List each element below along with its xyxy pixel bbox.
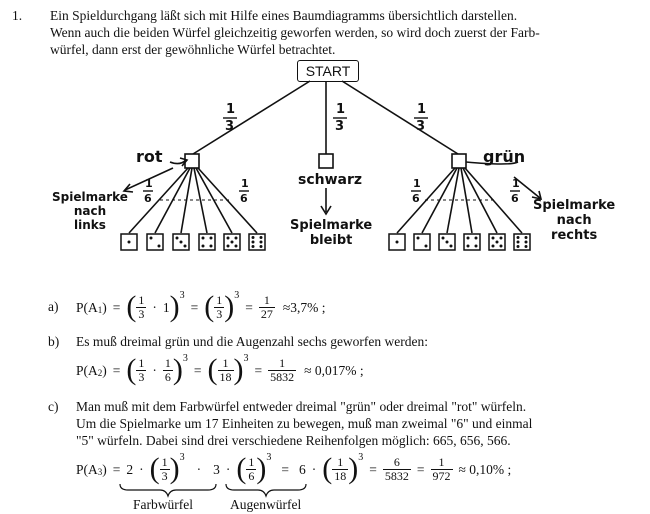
die-pip — [395, 240, 399, 244]
die-pip — [491, 244, 495, 248]
brace-label-augenwuerfel: Augenwürfel — [230, 497, 302, 512]
die-pip — [524, 244, 528, 248]
die-pip — [524, 236, 528, 240]
die-pip — [226, 244, 230, 248]
subprob-l2-den: 6 — [240, 192, 248, 205]
die-pip — [466, 236, 470, 240]
die-pip — [251, 236, 255, 240]
die-pip — [495, 240, 499, 244]
die-pip — [474, 236, 478, 240]
label-schwarz: schwarz — [298, 172, 363, 188]
task-number: 1. — [12, 8, 23, 23]
task-line-2: Wenn auch die beiden Würfel gleichzeitig… — [50, 25, 540, 40]
part-c-label: c) — [48, 399, 59, 414]
die-pip — [179, 240, 183, 244]
subprob-r2-den: 6 — [511, 192, 519, 205]
subprob-r1-num: 1 — [413, 177, 421, 190]
die-pip — [259, 240, 263, 244]
task-line-3: würfel, dann erst der gewöhnliche Würfel… — [50, 42, 336, 57]
die-pip — [230, 240, 234, 244]
die-pip — [183, 244, 187, 248]
die-pip — [516, 240, 520, 244]
die-pip — [445, 240, 449, 244]
task-line-1: Ein Spieldurchgang läßt sich mit Hilfe e… — [50, 8, 518, 23]
die-pip — [175, 236, 179, 240]
subprob-r2-num: 1 — [512, 177, 520, 190]
part-b-text: Es muß dreimal grün und die Augenzahl se… — [76, 334, 429, 349]
prob-right-num: 1 — [417, 102, 427, 117]
prob-mid-den: 3 — [335, 119, 345, 134]
part-c-line-2: Um die Spielmarke um 17 Einheiten zu bew… — [76, 416, 533, 431]
prob-mid-num: 1 — [336, 102, 346, 117]
node-box-schwarz — [318, 153, 334, 169]
die-pip — [149, 236, 153, 240]
die-pip — [234, 244, 238, 248]
die-pip — [474, 244, 478, 248]
part-c-line-1: Man muß mit dem Farbwürfel entweder drei… — [76, 399, 527, 414]
part-b-label: b) — [48, 334, 60, 349]
die-pip — [251, 244, 255, 248]
die-pip — [424, 244, 428, 248]
label-gruen: grün — [483, 147, 526, 166]
brace-label-farbwuerfel: Farbwürfel — [133, 497, 193, 512]
die-pip — [157, 244, 161, 248]
start-label: START — [305, 63, 351, 79]
prob-left-num: 1 — [226, 102, 236, 117]
die-pip — [209, 236, 213, 240]
subprob-l1-num: 1 — [145, 177, 153, 190]
subprob-r1-den: 6 — [412, 192, 420, 205]
subprob-l2-num: 1 — [241, 177, 249, 190]
outcome-right: Spielmarke nach rechts — [533, 198, 616, 243]
part-c-line-3: "5" würfeln. Dabei sind drei verschieden… — [76, 433, 511, 448]
die-pip — [499, 236, 503, 240]
die-pip — [259, 236, 263, 240]
label-rot: rot — [136, 147, 163, 166]
die-pip — [516, 244, 520, 248]
outcome-middle: Spielmarke bleibt — [290, 218, 373, 248]
die-pip — [251, 240, 255, 244]
part-a-label: a) — [48, 299, 59, 314]
die-pip — [416, 236, 420, 240]
die-pip — [259, 244, 263, 248]
die-pip — [441, 236, 445, 240]
die-pip — [201, 236, 205, 240]
die-pip — [449, 244, 453, 248]
die-pip — [516, 236, 520, 240]
start-node: START — [297, 60, 359, 82]
prob-left-den: 3 — [225, 119, 235, 134]
die-pip — [201, 244, 205, 248]
die-pip — [127, 240, 131, 244]
die-pip — [226, 236, 230, 240]
die-pip — [491, 236, 495, 240]
die-pip — [234, 236, 238, 240]
outcome-left: Spielmarke nach links — [52, 190, 128, 232]
subprob-l1-den: 6 — [144, 192, 152, 205]
die-pip — [209, 244, 213, 248]
die-pip — [524, 240, 528, 244]
die-pip — [499, 244, 503, 248]
die-pip — [466, 244, 470, 248]
prob-right-den: 3 — [416, 119, 426, 134]
